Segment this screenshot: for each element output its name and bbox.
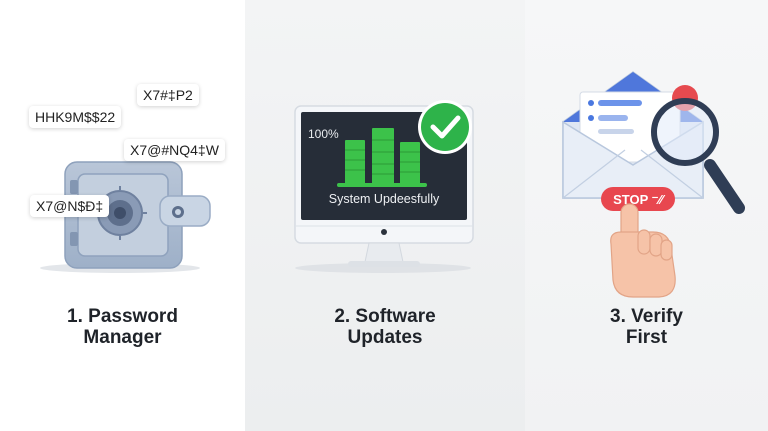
password-manager-panel: X7#‡P2 HHK9M$$22 X7@#NQ4‡W X7@N$Ð‡ 1. Pa… <box>0 0 245 431</box>
safe-icon <box>40 161 211 273</box>
password-chip: X7@#NQ4‡W <box>124 139 225 161</box>
panel-title: 3. Verify First <box>525 306 768 348</box>
stop-label: STOP ⁻⁄⁄ <box>613 192 666 207</box>
panel-title: 2. Software Updates <box>245 306 525 348</box>
monitor-icon: 100% System Updeesfully <box>294 100 474 273</box>
caption-line: Manager <box>83 327 162 348</box>
caption-line: 2. Software <box>334 306 436 327</box>
checkmark-icon <box>418 100 472 154</box>
caption-line: 3. Verify <box>610 306 683 327</box>
panel-title: 1. Password Manager <box>0 306 245 348</box>
password-chip: X7#‡P2 <box>137 84 199 106</box>
verify-first-panel: STOP ⁻⁄⁄ 3. Verify First <box>525 0 768 431</box>
caption-line: First <box>625 327 668 348</box>
pointing-hand-icon <box>610 203 676 298</box>
caption-line: 1. Password <box>67 306 178 327</box>
progress-label: 100% <box>308 127 339 141</box>
stop-badge <box>601 187 675 211</box>
software-updates-panel: 100% System Updeesfully 2. Software Upda… <box>245 0 525 431</box>
status-text: System Updeesfully <box>329 192 440 206</box>
caption-line: Updates <box>347 327 423 348</box>
magnifying-glass-icon <box>651 98 745 214</box>
password-chip: HHK9M$$22 <box>29 106 122 128</box>
password-chip: X7@N$Ð‡ <box>30 195 110 217</box>
progress-bar-fill <box>337 183 427 187</box>
verify-illustration: STOP ⁻⁄⁄ <box>562 71 745 298</box>
